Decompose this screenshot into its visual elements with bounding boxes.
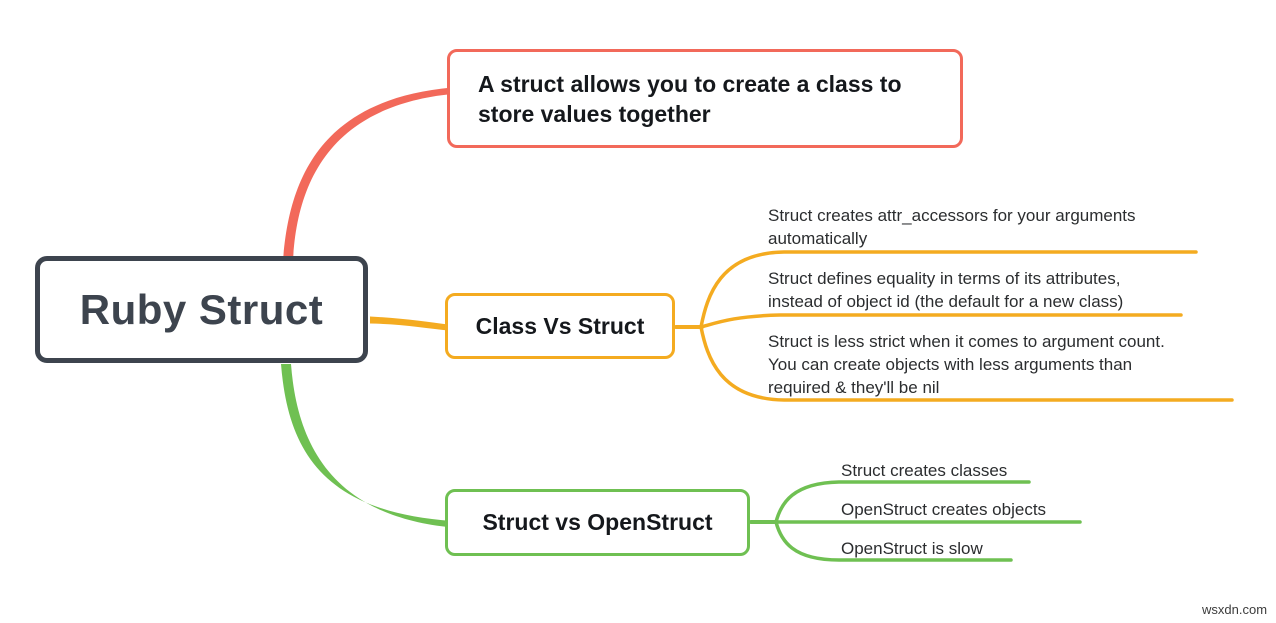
branch-definition-connector: [283, 87, 452, 261]
child-node-openstruct-is-slow[interactable]: OpenStruct is slow: [841, 539, 983, 558]
child-underline-struct-creates-classes: [774, 480, 1031, 524]
branch-class-vs-struct-connector: [370, 316, 448, 331]
class-vs-struct-node[interactable]: Class Vs Struct: [445, 293, 675, 359]
child-node-openstruct-creates-objects[interactable]: OpenStruct creates objects: [841, 500, 1047, 519]
child-node-struct-creates-classes[interactable]: Struct creates classes: [841, 461, 1008, 480]
root-node[interactable]: Ruby Struct: [35, 256, 368, 363]
child-node-attr-accessors[interactable]: Struct creates attr_accessors for your a…: [768, 206, 1136, 248]
child-underline-argument-count: [699, 325, 1234, 402]
child-node-argument-count[interactable]: Struct is less strict when it comes to a…: [768, 332, 1165, 397]
definition-node[interactable]: A struct allows you to create a class to…: [447, 49, 963, 148]
child-node-equality[interactable]: Struct defines equality in terms of its …: [768, 269, 1124, 311]
child-underline-openstruct-is-slow: [774, 520, 1013, 562]
child-underline-equality: [699, 313, 1183, 329]
branch-struct-vs-openstruct-connector: [281, 364, 452, 528]
watermark: wsxdn.com: [1202, 602, 1268, 617]
struct-vs-openstruct-node[interactable]: Struct vs OpenStruct: [445, 489, 750, 556]
child-underline-attr-accessors: [699, 250, 1198, 329]
